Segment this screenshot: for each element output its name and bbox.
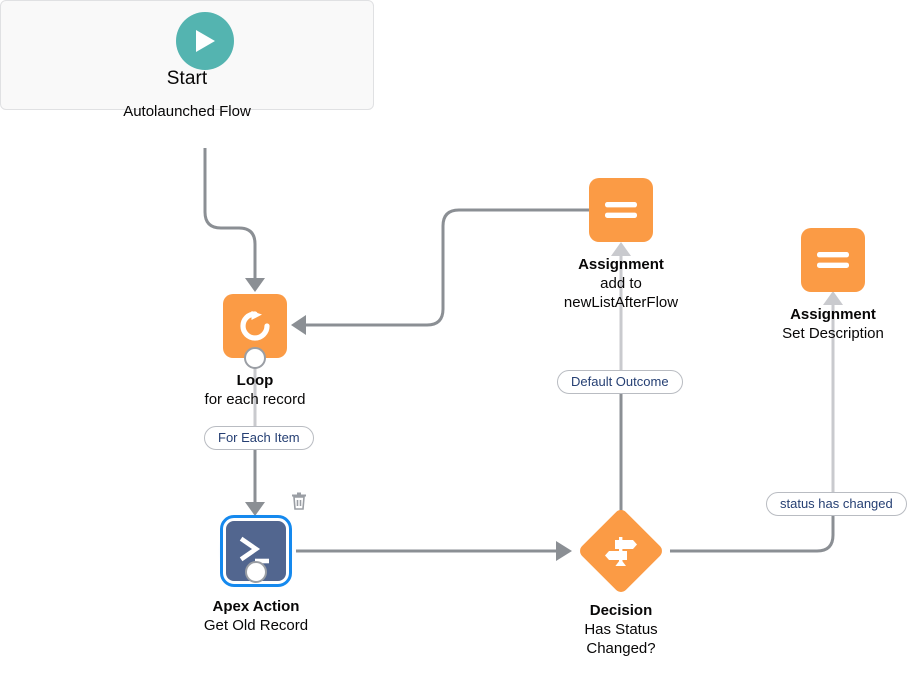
decision-signpost-icon <box>605 537 637 566</box>
assignment-add-icon-tile[interactable] <box>589 178 653 242</box>
assignment-add-subtitle-line1: add to <box>600 275 642 293</box>
assignment-equals-icon <box>605 202 637 218</box>
connector-apex-to-decision-arrowhead <box>556 541 572 561</box>
assignment-desc-title: Assignment <box>790 306 876 323</box>
assignment-equals-icon <box>817 252 849 268</box>
connector-label-for-each-item[interactable]: For Each Item <box>204 426 314 450</box>
apex-action-subtitle: Get Old Record <box>203 617 309 635</box>
decision-label: Decision Has Status Changed? <box>584 601 657 659</box>
decision-subtitle-line2: Changed? <box>586 640 656 658</box>
apex-action-tile-wrap[interactable] <box>218 513 294 589</box>
decision-diamond-wrap[interactable] <box>577 507 665 595</box>
loop-icon-tile[interactable] <box>223 294 287 369</box>
assignment-desc-subtitle: Set Description <box>782 325 884 343</box>
assignment-add-node[interactable]: Assignment add to newListAfterFlow <box>557 178 685 313</box>
apex-bottom-connector-nub[interactable] <box>245 561 267 583</box>
decision-title: Decision <box>589 602 653 619</box>
assignment-desc-label: Assignment Set Description <box>782 305 884 343</box>
loop-label: Loop for each record <box>205 371 306 409</box>
loop-node[interactable]: Loop for each record <box>191 294 319 409</box>
apex-action-title: Apex Action <box>212 598 300 615</box>
apex-action-node[interactable]: Apex Action Get Old Record <box>181 513 331 635</box>
loop-title: Loop <box>236 372 274 389</box>
connector-assignment-to-loop <box>306 208 591 327</box>
decision-subtitle-line1: Has Status <box>584 621 658 639</box>
loop-bottom-connector-nub[interactable] <box>244 347 266 369</box>
start-subtitle: Autolaunched Flow <box>123 103 251 120</box>
start-title: Start <box>166 68 208 89</box>
trash-icon[interactable] <box>291 492 307 510</box>
loop-icon <box>240 311 270 341</box>
connector-start-to-loop-arrowhead <box>245 278 265 292</box>
apex-action-label: Apex Action Get Old Record <box>204 597 308 635</box>
connector-decision-status-changed <box>670 516 835 553</box>
assignment-desc-icon-tile[interactable] <box>801 228 865 292</box>
assignment-desc-node[interactable]: Assignment Set Description <box>769 228 897 343</box>
connector-label-default-outcome[interactable]: Default Outcome <box>557 370 683 394</box>
connector-label-status-has-changed[interactable]: status has changed <box>766 492 907 516</box>
decision-icon-tile[interactable] <box>577 507 665 595</box>
assignment-add-label: Assignment add to newListAfterFlow <box>564 255 678 313</box>
decision-node[interactable]: Decision Has Status Changed? <box>577 507 665 659</box>
play-icon[interactable] <box>176 12 234 70</box>
assignment-add-subtitle-line2: newListAfterFlow <box>563 294 679 312</box>
loop-subtitle: for each record <box>204 391 306 409</box>
connector-start-to-loop <box>203 148 257 278</box>
assignment-add-title: Assignment <box>578 256 664 273</box>
